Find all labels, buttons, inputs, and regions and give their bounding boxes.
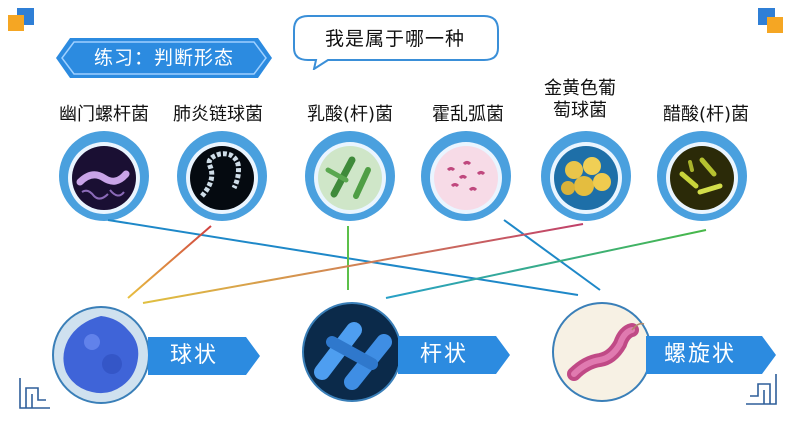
bacterium-image-vibrio-cholerae — [420, 130, 512, 222]
bacterium-name-staph-aureus-line2: 萄球菌 — [553, 100, 607, 121]
bacterium-image-acetobacter — [656, 130, 748, 222]
corner-square-decoration-left — [8, 8, 34, 31]
match-line-h-pylori — [107, 219, 579, 296]
match-line-vibrio — [503, 219, 601, 291]
bacterium-name-acetobacter: 醋酸(杆)菌 — [662, 104, 750, 125]
bacterium-name-pneumococcus: 肺炎链球菌 — [173, 104, 263, 125]
bacterium-name-vibrio-cholerae: 霍乱弧菌 — [432, 104, 504, 125]
corner-square-decoration-right — [758, 8, 783, 33]
question-bubble: 我是属于哪一种 — [288, 14, 502, 70]
shape-label-spirillum: 螺旋状 — [646, 336, 788, 374]
section-title-badge: 练习：判断形态 — [56, 38, 272, 78]
shape-label-coccus-text: 球状 — [170, 343, 219, 368]
match-line-staph — [142, 223, 584, 304]
section-title: 练习：判断形态 — [93, 47, 234, 69]
shape-image-spirillum — [552, 302, 652, 402]
match-line-acetobacter — [385, 229, 707, 299]
bacterium-image-h-pylori — [58, 130, 150, 222]
bacterium-name-staph-aureus: 金黄色葡 萄球菌 — [520, 78, 640, 122]
bacterium-name-lactobacillus: 乳酸(杆)菌 — [306, 104, 394, 125]
corner-ornament-right — [746, 374, 777, 405]
shape-label-bacillus-text: 杆状 — [420, 342, 469, 367]
shape-label-spirillum-text: 螺旋状 — [664, 342, 737, 367]
bacterium-image-lactobacillus — [304, 130, 396, 222]
bacterium-name-h-pylori: 幽门螺杆菌 — [59, 104, 149, 125]
match-line-pneumococcus — [127, 225, 212, 299]
shape-label-bacillus: 杆状 — [398, 336, 510, 374]
shape-image-bacillus — [302, 302, 402, 402]
bacterium-image-pneumococcus — [176, 130, 268, 222]
question-text: 我是属于哪一种 — [324, 28, 465, 50]
bacterium-image-staph-aureus — [540, 130, 632, 222]
bacterium-name-staph-aureus-line1: 金黄色葡 — [544, 78, 616, 99]
shape-image-coccus — [52, 306, 150, 404]
shape-label-coccus: 球状 — [148, 337, 260, 375]
corner-ornament-left — [19, 378, 50, 409]
